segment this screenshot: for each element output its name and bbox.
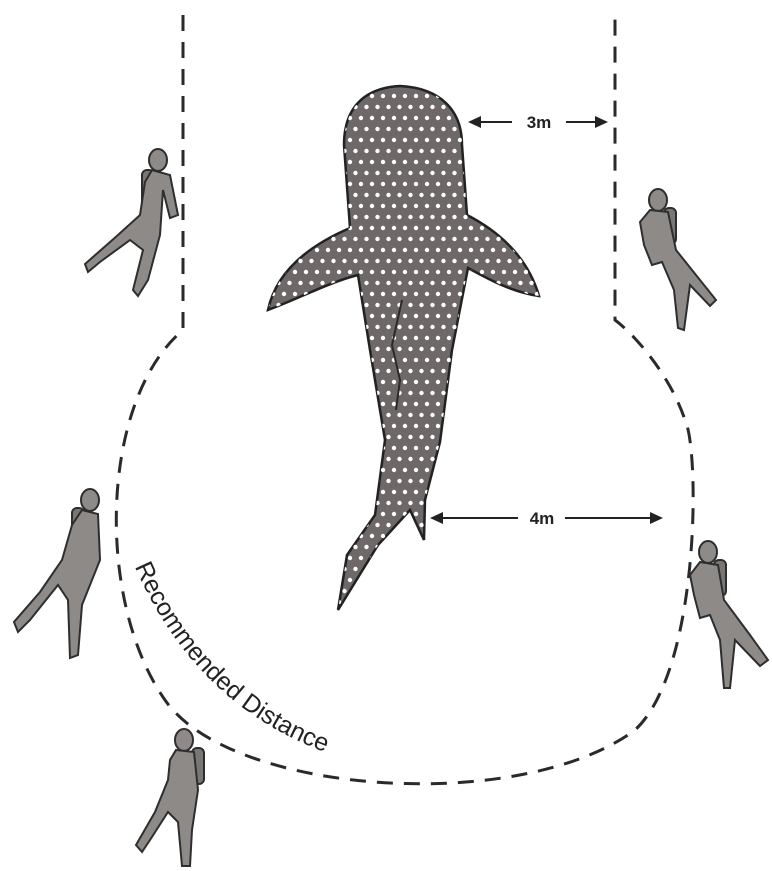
diver-upper-right (640, 189, 716, 330)
dimension-3m-label: 3m (527, 113, 552, 132)
dimension-4m: 4m (430, 509, 663, 528)
diver-middle-left (14, 489, 100, 658)
diver-middle-right (690, 541, 768, 688)
whale-shark (260, 86, 545, 610)
recommended-distance-label: Recommended Distance (129, 557, 333, 758)
dimension-4m-label: 4m (530, 509, 555, 528)
dimension-4m-arrow-left (430, 512, 443, 524)
diver-upper-left (85, 149, 178, 296)
dimension-4m-arrow-right (650, 512, 663, 524)
dimension-3m-arrow-left (468, 116, 481, 128)
dimension-3m-arrow-right (595, 116, 608, 128)
diver-bottom (136, 729, 204, 866)
dimension-3m: 3m (468, 113, 608, 132)
whale-shark-body (268, 86, 539, 610)
